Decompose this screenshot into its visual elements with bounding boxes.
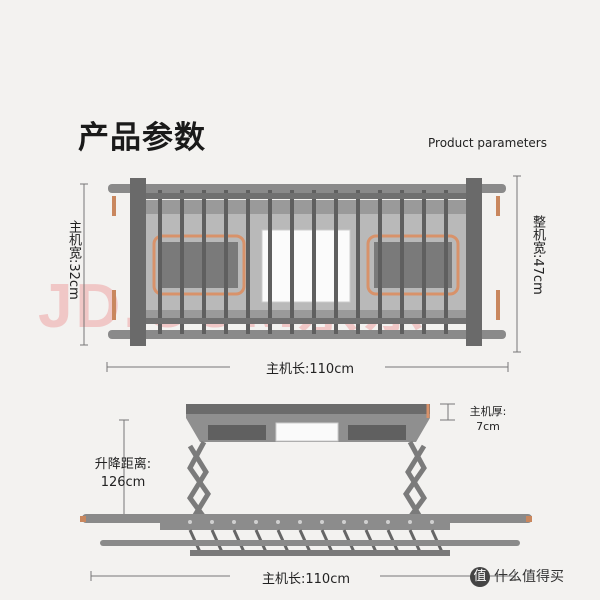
top-view-rack (80, 175, 521, 353)
lift-distance-value: 126cm (100, 475, 146, 490)
host-thickness: 主机厚: 7cm (462, 404, 514, 434)
host-length-top-label: 主机长:110cm (266, 362, 355, 377)
source-badge-text: 什么值得买 (494, 569, 564, 585)
host-thickness-label: 主机厚: (469, 405, 507, 418)
smzdm-logo-icon: 值 (470, 567, 490, 587)
page-subtitle: Product parameters (428, 136, 547, 150)
host-thickness-value: 7cm (476, 420, 500, 433)
page-title: 产品参数 (78, 120, 206, 156)
host-length-bottom-label: 主机长:110cm (262, 572, 351, 587)
source-badge: 值什么值得买 (470, 566, 564, 587)
side-view-rack (80, 403, 532, 556)
lift-distance: 升降距离: 126cm (90, 456, 156, 492)
lift-distance-label: 升降距离: (94, 457, 152, 472)
host-width-label: 主机宽:32cm (66, 220, 81, 300)
host-length-bottom-dimension (90, 571, 516, 581)
overall-width-label: 整机宽:47cm (530, 215, 545, 295)
host-length-top-dimension (106, 362, 509, 372)
